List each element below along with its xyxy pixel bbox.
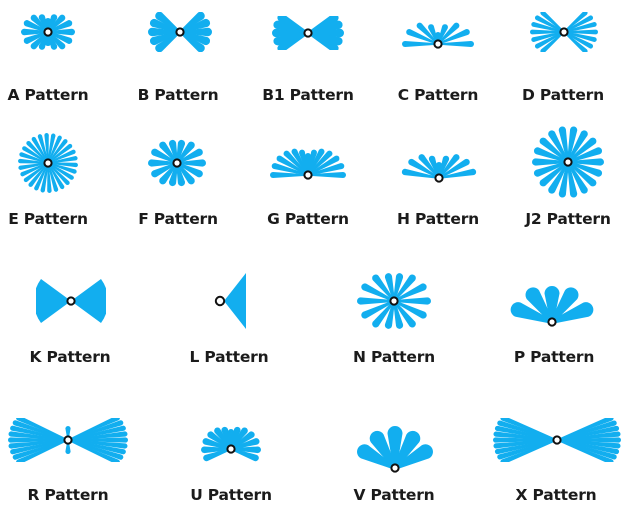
wide-flat-spray-icon bbox=[492, 418, 622, 462]
upward-fan-spray-icon bbox=[504, 270, 600, 330]
pattern-label: B Pattern bbox=[113, 86, 243, 104]
pattern-label: P Pattern bbox=[489, 348, 619, 366]
full-spray-icon bbox=[530, 124, 606, 200]
pattern-label: F Pattern bbox=[113, 210, 243, 228]
pattern-label: A Pattern bbox=[0, 86, 113, 104]
dense-full-spray-icon bbox=[15, 130, 81, 196]
pattern-label: H Pattern bbox=[373, 210, 503, 228]
half-spray-icon bbox=[266, 140, 350, 186]
pattern-label: N Pattern bbox=[329, 348, 459, 366]
pattern-label: G Pattern bbox=[243, 210, 373, 228]
pattern-label: D Pattern bbox=[498, 86, 628, 104]
upward-fan-spray-icon bbox=[350, 418, 440, 476]
pattern-label: E Pattern bbox=[0, 210, 113, 228]
wide-flat-spray-icon bbox=[6, 418, 130, 462]
fan-spray-icon bbox=[398, 14, 478, 54]
pattern-label: V Pattern bbox=[329, 486, 459, 504]
upper-spray-icon bbox=[198, 418, 264, 472]
pattern-label: R Pattern bbox=[3, 486, 133, 504]
pattern-label: C Pattern bbox=[373, 86, 503, 104]
fine-two-lobe-spray-icon bbox=[524, 12, 604, 52]
pattern-label: J2 Pattern bbox=[503, 210, 633, 228]
pattern-label: L Pattern bbox=[164, 348, 294, 366]
full-spray-icon bbox=[355, 266, 433, 336]
pattern-label: K Pattern bbox=[5, 348, 135, 366]
shallow-fan-spray-icon bbox=[398, 148, 480, 188]
narrow-two-lobe-spray-icon bbox=[268, 16, 348, 50]
full-spray-icon bbox=[146, 134, 208, 192]
pattern-label: U Pattern bbox=[166, 486, 296, 504]
pattern-label: X Pattern bbox=[491, 486, 621, 504]
one-side-wedge-spray-icon bbox=[206, 270, 262, 332]
two-lobe-spray-icon bbox=[146, 12, 214, 52]
full-spray-icon bbox=[18, 10, 78, 54]
pattern-label: B1 Pattern bbox=[243, 86, 373, 104]
bowtie-spray-icon bbox=[36, 272, 106, 330]
